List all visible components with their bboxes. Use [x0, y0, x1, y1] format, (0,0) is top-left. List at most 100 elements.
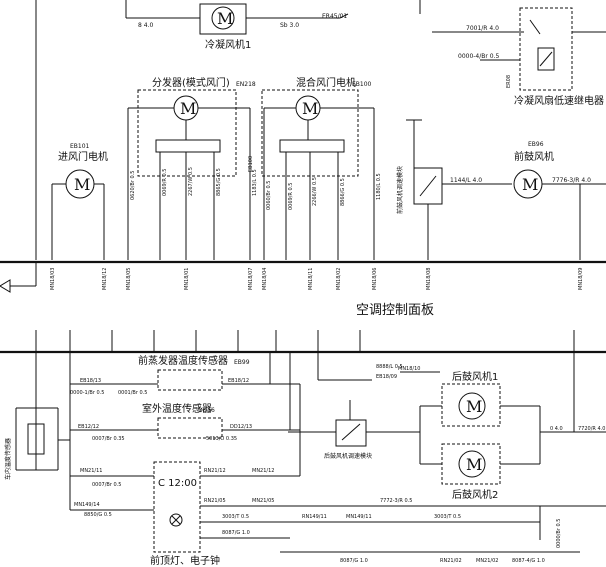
front-blower-module-label: 前鼓风机调速模块: [396, 166, 404, 214]
outdoor-temp-sensor-label: 室外温度传感器: [142, 402, 212, 415]
front-evap-sensor-code: EB99: [234, 359, 250, 366]
front-blower-motor: EB96 前鼓风机 M 7776-3/R 4.0: [513, 141, 606, 260]
connector-label: MN18/03: [50, 268, 56, 290]
wire-label: 2267/W 0.5: [188, 167, 194, 196]
wire-label: 8888/L 0.5: [376, 364, 403, 370]
connector-label: MN18/08: [426, 268, 432, 290]
mix-door-label: 混合风门电机: [296, 76, 356, 89]
motor-icon: M: [217, 9, 233, 28]
wire-label: 8866/G 0.5: [340, 178, 346, 206]
front-evap-sensor: 前蒸发器温度传感器 EB99 EB18/13 0000-1/Br 0.5 000…: [70, 354, 300, 396]
wire-label: 0007/Br 0.5: [92, 482, 121, 488]
front-blower-label: 前鼓风机: [514, 150, 554, 163]
wire-label: RN149/11: [302, 514, 327, 520]
motor-icon: M: [302, 99, 318, 118]
wire-label: EB18/13: [80, 378, 101, 384]
incar-temp-sensor: 车内温度传感器: [4, 352, 71, 510]
outdoor-temp-sensor: 室外温度传感器 DD16 EB12/12 0007/Br 0.35 DD12/1…: [70, 402, 300, 442]
motor-icon: M: [74, 175, 90, 194]
intake-door-label: 进风门电机: [58, 150, 108, 163]
connector-label: MN18/02: [336, 268, 342, 290]
wire-label: ER45/01: [322, 13, 347, 20]
wire-label: MN21/05: [252, 498, 274, 504]
front-blower-module: 前鼓风机调速模块 1144/L 4.0: [396, 119, 512, 260]
wire-label: EB12/12: [78, 424, 99, 430]
wire-label: EB18/12: [228, 378, 249, 384]
condenser-fan-1-label: 冷凝风机1: [205, 38, 251, 51]
mix-door-code: EB100: [352, 81, 372, 88]
top-wires: 8 4.0 Sb 3.0 ER45/01 7001/R 4.0 0000-4/B…: [35, 0, 524, 260]
wire-label: Sb 3.0: [280, 22, 299, 29]
rear-blower-2: M 后鼓风机2: [419, 406, 541, 501]
motor-icon: M: [466, 455, 482, 474]
wire-label: 3003/T 0.5: [222, 514, 249, 520]
connector-label: MN18/06: [372, 268, 378, 290]
component-code: EB100: [248, 156, 254, 172]
wire-label: RN21/12: [204, 468, 226, 474]
wire-label: 8850/G 0.5: [84, 512, 112, 518]
condenser-fan-relay: 冷凝风扇低速继电器 ER08: [506, 7, 606, 107]
wire-label: RN21/02: [440, 558, 462, 564]
roof-lamp-clock: C 12:00 前顶灯、电子钟 MN21/11 0007/Br 0.5 RN21…: [70, 461, 606, 567]
wire-label: MN18/10: [398, 366, 420, 372]
wire-label: 0000-4/Br 0.5: [458, 53, 499, 60]
wire-label: 0069/R 0.5: [288, 183, 294, 210]
connector-label: MN18/11: [308, 268, 314, 290]
clock-display: C 12:00: [158, 478, 197, 489]
condenser-fan-1: M 冷凝风机1: [199, 3, 251, 51]
wire-label: 0007/Br 0.35: [92, 436, 125, 442]
connector-label: MN18/09: [578, 268, 584, 290]
distributor-mode-door: 分发器(模式风门) EN218 M 0620/Br 0.5 0069/R 0.5…: [127, 76, 258, 260]
distributor-label: 分发器(模式风门): [152, 76, 230, 89]
distributor-code: EN218: [236, 81, 256, 88]
ac-panel-title: 空调控制面板: [356, 303, 434, 318]
front-blower-code: EB96: [528, 141, 544, 148]
wire-label: MN149/14: [74, 502, 100, 508]
rear-blower-module-label: 后鼓风机调速模块: [324, 452, 372, 460]
wire-label: 3003/T 0.5: [434, 514, 461, 520]
wire-label: 0620/Br 0.5: [130, 171, 136, 200]
outdoor-temp-sensor-code: DD16: [198, 407, 215, 414]
mix-door-motor: 混合风门电机 EB100 M 0060/Br 0.5 0069/R 0.5 22…: [248, 76, 382, 260]
connector-label: MN18/12: [102, 268, 108, 290]
wire-label: 0000/Br 0.5: [556, 519, 562, 548]
connector-label: MN18/01: [184, 268, 190, 290]
wire-label: DD12/13: [230, 424, 252, 430]
wire-label: 2266/W 0.5: [312, 177, 318, 206]
wire-label: 8 4.0: [138, 22, 153, 29]
connector-label: MN18/07: [248, 268, 254, 290]
wire-label: 1144/L 4.0: [450, 177, 482, 184]
wire-label: 8087/G 1.0: [340, 558, 368, 564]
wire-label: MN149/11: [346, 514, 372, 520]
motor-icon: M: [522, 175, 538, 194]
wire-label: 1183/L 0.5: [252, 169, 258, 196]
sensor-verticals: [269, 352, 301, 476]
wire-label: MN21/12: [252, 468, 274, 474]
intake-door-code: EB101: [70, 143, 90, 150]
wire-label: 7776-3/R 4.0: [552, 177, 591, 184]
connector-label: MN18/04: [262, 268, 268, 290]
wire-label: RN21/05: [204, 498, 226, 504]
wire-label: 8865/G 0.5: [216, 168, 222, 196]
connector-labels: MN18/03 MN18/12 MN18/05 MN18/01 MN18/07 …: [50, 268, 584, 290]
wire-label: EB18/09: [376, 374, 397, 380]
wire-label: MN21/02: [476, 558, 498, 564]
wire-label: 0001/Br 0.5: [118, 390, 147, 396]
wire-label: 8087/G 1.0: [222, 530, 250, 536]
motor-icon: M: [466, 397, 482, 416]
incar-temp-sensor-label: 车内温度传感器: [4, 438, 12, 480]
intake-door-motor: EB101 进风门电机 M: [51, 143, 108, 260]
main-bus-bottom: [0, 330, 606, 354]
wire-label: 0069/R 0.5: [162, 169, 168, 196]
front-evap-sensor-label: 前蒸发器温度传感器: [138, 354, 228, 367]
wire-label: 5013/O 0.35: [206, 436, 237, 442]
roof-lamp-clock-label: 前顶灯、电子钟: [150, 554, 220, 567]
wire-label: 0060/Br 0.5: [266, 181, 272, 210]
rear-blower-1: 后鼓风机1 M: [420, 370, 540, 427]
relay-code: ER08: [506, 75, 512, 88]
wire-label: 0000-1/Br 0.5: [70, 390, 104, 396]
wire-label: MN21/11: [80, 468, 102, 474]
rear-blower-2-label: 后鼓风机2: [452, 488, 498, 501]
wire-label: 8087-4/G 1.0: [512, 558, 545, 564]
